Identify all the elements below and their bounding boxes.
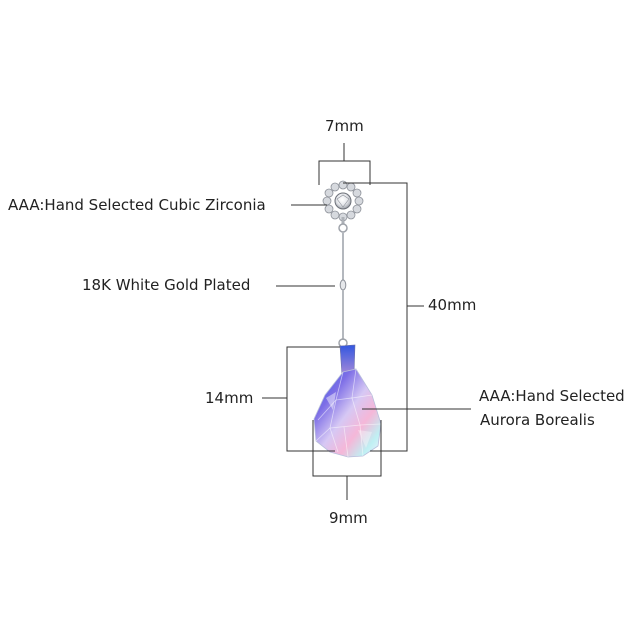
top-width-label: 7mm [325, 117, 364, 135]
crystal-feature-label-line2: Aurora Borealis [480, 411, 595, 429]
plating-feature-label: 18K White Gold Plated [82, 276, 251, 294]
stone-feature-label: AAA:Hand Selected Cubic Zirconia [8, 196, 266, 214]
dimension-lines [262, 143, 471, 500]
chain [338, 217, 348, 348]
crystal-drop [313, 344, 382, 458]
crystal-height-label: 14mm [205, 389, 254, 407]
flower-stud [322, 180, 364, 222]
crystal-feature-label-line1: AAA:Hand Selected [479, 387, 625, 405]
crystal-width-label: 9mm [329, 509, 368, 527]
total-length-label: 40mm [428, 296, 477, 314]
center-gem [334, 192, 352, 210]
